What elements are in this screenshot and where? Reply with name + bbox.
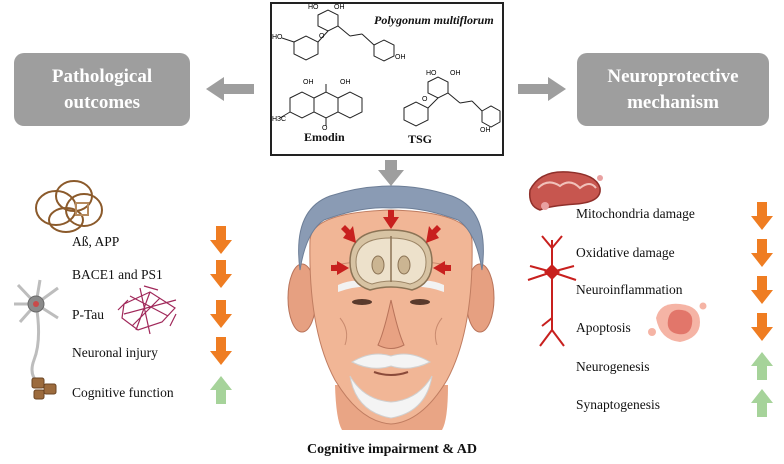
right-up-arrow-4 [751, 352, 773, 380]
right-up-arrow-5 [751, 389, 773, 417]
pathological-outcomes-line1: Pathological [51, 65, 153, 87]
chem-label-o-2: O [322, 125, 328, 132]
neuroprotective-mechanism-line1: Neuroprotective [607, 65, 739, 87]
pathological-outcomes-box: Pathological outcomes [14, 53, 190, 126]
left-item-label-2: P-Tau [72, 307, 105, 322]
right-eye [410, 299, 430, 305]
chem-label-ho-3: HO [426, 70, 437, 77]
left-up-arrow-4 [210, 376, 232, 404]
left-item-label-0: Aß, APP [72, 234, 120, 249]
right-down-arrow-2 [751, 276, 773, 304]
right-item-label-1: Oxidative damage [576, 245, 675, 260]
right-item-label-2: Neuroinflammation [576, 282, 683, 297]
chem-label-oh-6: OH [480, 127, 491, 134]
left-down-arrow-1 [210, 260, 232, 288]
right-down-arrow-0 [751, 202, 773, 230]
left-item-label-1: BACE1 and PS1 [72, 267, 163, 282]
figure-caption: Cognitive impairment & AD [307, 442, 477, 457]
mouth [373, 371, 409, 376]
left-down-arrow-0 [210, 226, 232, 254]
sugar-ring-top [293, 35, 319, 61]
nose [377, 299, 405, 349]
left-connector-arrow [206, 77, 254, 101]
right-down-arrow-3 [751, 313, 773, 341]
chem-label-oh-4: OH [340, 79, 351, 86]
chem-label-oh-2: OH [395, 54, 406, 61]
chem-label-h3c: H3C [272, 116, 287, 123]
chem-label-oh-5: OH [450, 70, 461, 77]
brain-arrow-top-left [341, 225, 356, 243]
left-down-arrow-3 [210, 337, 232, 365]
down-connector-arrow [378, 160, 404, 186]
chem-label-o-1: O [319, 33, 325, 40]
beard [349, 375, 433, 419]
chem-label-ho-1: HO [308, 4, 319, 11]
brain-arrow-right [433, 261, 451, 275]
brain-slice [349, 229, 433, 291]
ring-top-b [373, 39, 395, 62]
pathological-outcomes-line2: outcomes [64, 91, 140, 113]
tsg-ring-b [481, 105, 501, 128]
chem-label-oh-1: OH [334, 4, 345, 11]
hair [298, 185, 484, 271]
left-item-label-3: Neuronal injury [72, 345, 158, 360]
right-connector-arrow [518, 77, 566, 101]
chem-label-oh-3: OH [303, 79, 314, 86]
tsg-sugar-ring [403, 101, 429, 127]
compound-structures-box [270, 2, 504, 156]
emodin-ring-3 [337, 91, 363, 119]
brain-arrow-top [383, 210, 399, 229]
brain-arrow-left [331, 261, 349, 275]
plant-name: Polygonum multiflorum [374, 13, 494, 27]
right-down-arrow-1 [751, 239, 773, 267]
chem-label-ho-2: HO [272, 34, 283, 41]
right-item-label-3: Apoptosis [576, 320, 631, 335]
chem-label-o-3: O [422, 96, 428, 103]
tsg-label: TSG [408, 132, 433, 146]
right-item-label-4: Neurogenesis [576, 359, 650, 374]
brain-arrow-top-right [426, 225, 441, 243]
moustache [350, 353, 432, 369]
left-item-label-4: Cognitive function [72, 385, 174, 400]
left-eye [352, 299, 372, 305]
neuroprotective-mechanism-line2: mechanism [627, 91, 719, 113]
neuroprotective-mechanism-box: Neuroprotective mechanism [577, 53, 769, 126]
emodin-label: Emodin [304, 130, 345, 144]
right-item-label-5: Synaptogenesis [576, 397, 660, 412]
right-item-label-0: Mitochondria damage [576, 206, 695, 221]
left-down-arrow-2 [210, 300, 232, 328]
